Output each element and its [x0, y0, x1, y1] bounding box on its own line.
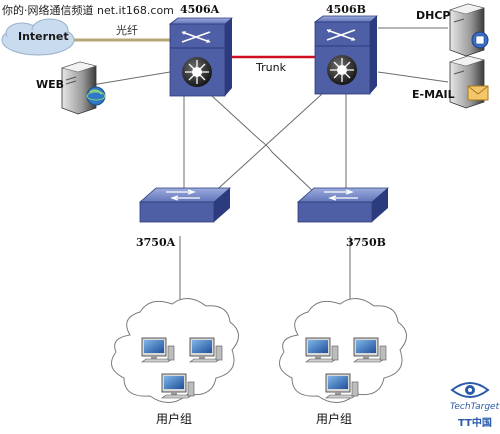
access-switch-3750b-icon	[296, 187, 390, 223]
user-group-b-label: 用户组	[316, 412, 353, 426]
trunk-label: Trunk	[256, 61, 286, 74]
access-a-label: 3750A	[136, 236, 176, 249]
links	[72, 27, 449, 318]
techtarget-sub: TT中国	[458, 418, 492, 429]
email-server-icon	[448, 55, 489, 109]
user-group-cloud-a	[111, 298, 239, 403]
web-link	[91, 71, 171, 86]
internet-label: Internet	[18, 30, 69, 43]
fiber-label: 光纤	[116, 24, 138, 37]
workstation-icon	[161, 373, 195, 399]
dhcp-server-icon	[448, 3, 489, 57]
workstations	[141, 337, 387, 399]
workstation-icon	[353, 337, 387, 363]
link-4506b-3750a	[209, 93, 323, 197]
workstation-icon	[305, 337, 339, 363]
workstation-icon	[189, 337, 223, 363]
user-group-cloud-b	[279, 298, 407, 403]
core-a-label: 4506A	[180, 3, 220, 16]
core-switch-4506b-icon	[313, 15, 379, 95]
access-b-label: 3750B	[346, 236, 386, 249]
user-group-a-label: 用户组	[156, 412, 193, 426]
web-label: WEB	[36, 78, 65, 91]
techtarget-brand: TechTarget	[450, 402, 500, 412]
email-label: E-MAIL	[412, 88, 455, 101]
workstation-icon	[325, 373, 359, 399]
workstation-icon	[141, 337, 175, 363]
email-link	[377, 71, 449, 83]
techtarget-eye-icon	[450, 382, 490, 398]
web-server-icon	[60, 61, 106, 115]
access-switch-3750a-icon	[138, 187, 232, 223]
core-b-label: 4506B	[326, 3, 366, 16]
core-switch-4506a-icon	[168, 17, 234, 97]
link-4506a-3750b	[211, 95, 319, 197]
dhcp-label: DHCP	[416, 9, 451, 22]
watermark: 你的·网络通信频道 net.it168.com	[2, 4, 174, 17]
internet-cloud-icon	[1, 18, 75, 56]
